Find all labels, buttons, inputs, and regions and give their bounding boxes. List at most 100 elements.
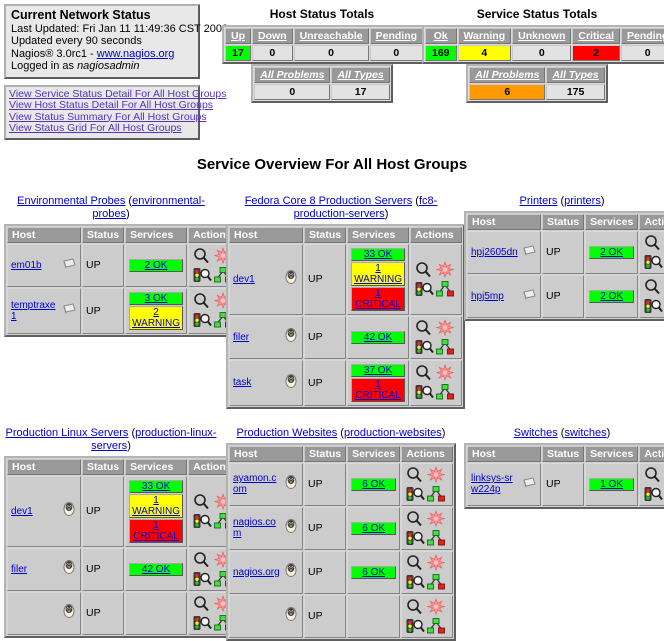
service-badge-link[interactable]: 2 OK: [144, 259, 168, 271]
action-magnifier-icon[interactable]: [192, 551, 212, 569]
service-badge-link[interactable]: 1 CRITICAL: [133, 519, 179, 542]
service-badge-link[interactable]: 2 WARNING: [132, 306, 181, 329]
service-badge-link[interactable]: 1 OK: [600, 478, 624, 490]
group-alias-link[interactable]: fc8-production-servers: [293, 194, 438, 220]
service-badge-link[interactable]: 3 OK: [144, 292, 168, 304]
action-magnifier-icon[interactable]: [414, 319, 434, 337]
service-all-problems-header[interactable]: All Problems: [469, 67, 546, 83]
nav-link-service-status-detail[interactable]: View Service Status Detail For All Host …: [9, 87, 227, 100]
action-magnifier-icon[interactable]: [405, 510, 425, 528]
host-link[interactable]: hpj5mp: [471, 290, 504, 302]
action-traffic-light-availability-icon[interactable]: [192, 512, 212, 530]
action-magnifier-icon[interactable]: [643, 278, 663, 296]
host-link[interactable]: nagios.org: [233, 566, 280, 578]
action-traffic-light-availability-icon[interactable]: [643, 253, 664, 271]
service-badge-link[interactable]: 1 CRITICAL: [355, 287, 401, 310]
nav-link-status-summary[interactable]: View Status Summary For All Host Groups: [9, 110, 207, 123]
service-total-header-pending[interactable]: Pending: [621, 28, 664, 44]
service-total-header-unknown[interactable]: Unknown: [512, 28, 572, 44]
host-total-header-unreachable[interactable]: Unreachable: [293, 28, 369, 44]
host-link[interactable]: ayamon.com: [233, 473, 277, 495]
action-magnifier-icon[interactable]: [192, 595, 212, 613]
action-traffic-light-availability-icon[interactable]: [405, 529, 426, 547]
action-magnifier-icon[interactable]: [405, 466, 425, 484]
service-total-header-ok[interactable]: Ok: [425, 28, 457, 44]
service-badge-link[interactable]: 2 OK: [600, 290, 624, 302]
host-link[interactable]: temptraxe1: [11, 299, 56, 322]
host-link[interactable]: linksys-srw224p: [471, 473, 513, 495]
group-name-link[interactable]: Production Websites: [236, 426, 338, 439]
group-name-link[interactable]: Printers: [519, 194, 558, 207]
action-traffic-light-availability-icon[interactable]: [414, 338, 434, 356]
service-badge-link[interactable]: 2 OK: [600, 246, 624, 258]
host-link[interactable]: dev1: [11, 505, 33, 517]
action-magnifier-icon[interactable]: [414, 364, 434, 382]
host-total-header-up[interactable]: Up: [225, 28, 251, 44]
service-badge-link[interactable]: 33 OK: [141, 480, 171, 492]
service-badge-link[interactable]: 1 CRITICAL: [355, 378, 401, 401]
group-name-link[interactable]: Fedora Core 8 Production Servers: [244, 194, 413, 207]
group-alias-link[interactable]: switches: [564, 426, 607, 439]
group-alias-link[interactable]: environmental-probes: [92, 194, 205, 220]
action-traffic-light-availability-icon[interactable]: [643, 297, 664, 315]
action-traffic-light-availability-icon[interactable]: [414, 383, 434, 401]
action-starburst-trends-icon[interactable]: [435, 318, 455, 337]
action-network-map-icon[interactable]: [435, 383, 455, 401]
host-link[interactable]: task: [233, 377, 252, 388]
action-magnifier-icon[interactable]: [643, 466, 663, 484]
host-link[interactable]: nagios.com: [233, 517, 276, 539]
action-traffic-light-availability-icon[interactable]: [192, 266, 212, 284]
group-name-link[interactable]: Environmental Probes: [17, 194, 126, 207]
service-badge-link[interactable]: 1 WARNING: [354, 262, 403, 285]
service-all-types-header[interactable]: All Types: [546, 67, 605, 83]
action-magnifier-icon[interactable]: [414, 261, 434, 279]
host-link[interactable]: hpj2605dn: [471, 246, 518, 258]
host-all-types-header[interactable]: All Types: [331, 67, 390, 83]
action-traffic-light-availability-icon[interactable]: [405, 573, 426, 591]
action-starburst-trends-icon[interactable]: [426, 553, 446, 572]
action-magnifier-icon[interactable]: [192, 493, 212, 511]
host-total-header-down[interactable]: Down: [252, 28, 293, 44]
host-link[interactable]: em01b: [11, 259, 42, 271]
group-name-link[interactable]: Switches: [513, 426, 558, 439]
action-starburst-trends-icon[interactable]: [426, 509, 446, 528]
service-badge-link[interactable]: 6 OK: [362, 478, 386, 490]
service-badge-link[interactable]: 6 OK: [362, 566, 386, 578]
service-badge-link[interactable]: 6 OK: [362, 522, 386, 534]
nav-link-host-status-detail[interactable]: View Host Status Detail For All Host Gro…: [9, 99, 214, 111]
host-link[interactable]: filer: [233, 331, 250, 343]
action-traffic-light-availability-icon[interactable]: [405, 617, 426, 635]
action-magnifier-icon[interactable]: [405, 598, 425, 616]
action-starburst-trends-icon[interactable]: [435, 260, 455, 279]
service-total-header-warning[interactable]: Warning: [457, 28, 512, 44]
action-magnifier-icon[interactable]: [405, 554, 425, 572]
service-badge-link[interactable]: 42 OK: [363, 331, 393, 343]
action-starburst-trends-icon[interactable]: [426, 465, 446, 484]
nav-link-status-grid[interactable]: View Status Grid For All Host Groups: [9, 122, 182, 134]
action-network-map-icon[interactable]: [426, 617, 446, 635]
service-total-header-critical[interactable]: Critical: [572, 28, 620, 44]
action-network-map-icon[interactable]: [426, 485, 446, 503]
action-magnifier-icon[interactable]: [643, 234, 663, 252]
host-total-header-pending[interactable]: Pending: [369, 28, 424, 44]
action-traffic-light-availability-icon[interactable]: [192, 614, 212, 632]
action-network-map-icon[interactable]: [435, 338, 455, 356]
host-link[interactable]: filer: [11, 563, 28, 575]
group-alias-link[interactable]: printers: [564, 194, 601, 207]
action-magnifier-icon[interactable]: [192, 292, 212, 310]
action-traffic-light-availability-icon[interactable]: [405, 485, 426, 503]
action-magnifier-icon[interactable]: [192, 247, 212, 265]
action-starburst-trends-icon[interactable]: [426, 597, 446, 616]
group-alias-link[interactable]: production-linux-servers: [91, 426, 217, 452]
action-traffic-light-availability-icon[interactable]: [192, 570, 212, 588]
service-badge-link[interactable]: 42 OK: [141, 563, 171, 575]
action-traffic-light-availability-icon[interactable]: [192, 311, 212, 329]
host-link[interactable]: dev1: [233, 273, 255, 285]
group-name-link[interactable]: Production Linux Servers: [5, 426, 129, 439]
action-network-map-icon[interactable]: [426, 529, 446, 547]
service-badge-link[interactable]: 37 OK: [363, 364, 393, 376]
action-network-map-icon[interactable]: [435, 280, 455, 298]
action-starburst-trends-icon[interactable]: [435, 364, 455, 382]
nagios-website-link[interactable]: www.nagios.org: [96, 47, 175, 60]
action-traffic-light-availability-icon[interactable]: [414, 280, 434, 298]
